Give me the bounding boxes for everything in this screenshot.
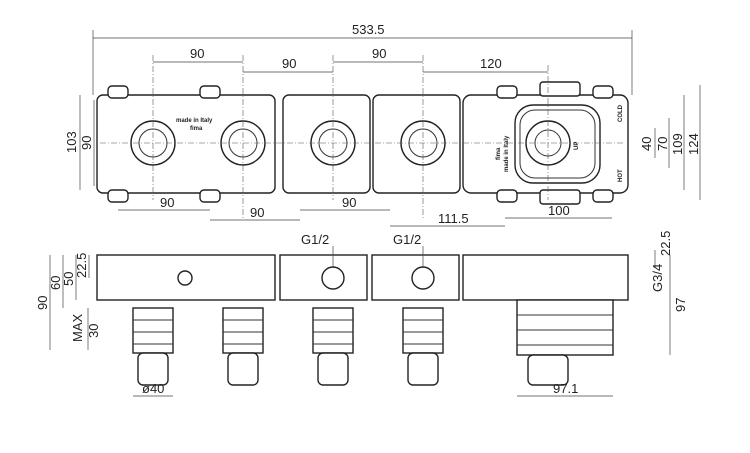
dim-right-109: 109 — [670, 133, 685, 155]
dim-height-103: 103 — [64, 131, 79, 153]
brand-text: fima — [190, 126, 203, 132]
dim-bottom-3: 90 — [342, 195, 356, 210]
dim-side-90: 90 — [35, 296, 50, 310]
dim-side-22-5: 22.5 — [74, 253, 89, 278]
threaded-sleeves — [132, 299, 614, 386]
up-label: UP — [574, 142, 580, 150]
dim-top-4: 120 — [480, 56, 502, 71]
dim-top-3: 90 — [372, 46, 386, 61]
dim-bottom-4: 111.5 — [438, 211, 469, 226]
dim-right-124: 124 — [686, 133, 701, 155]
dim-top-2: 90 — [282, 56, 296, 71]
dim-side-max: MAX — [70, 314, 85, 343]
dim-height-90: 90 — [79, 136, 94, 150]
hot-label: HOT — [618, 169, 624, 182]
dim-right-97: 97 — [673, 298, 688, 312]
thread-label-g3-4: G3/4 — [650, 264, 665, 292]
dim-right-22-5: 22.5 — [658, 231, 673, 256]
dim-right-70: 70 — [655, 137, 670, 151]
thread-label-1: G1/2 — [301, 232, 329, 247]
dim-bottom-5: 100 — [548, 203, 570, 218]
side-view: G1/2 G1/2 90 60 50 22.5 MAX 30 ø40 97.1 … — [35, 231, 688, 397]
dim-top-1: 90 — [190, 46, 204, 61]
thread-label-2: G1/2 — [393, 232, 421, 247]
top-view: made in Italy fima fima made in Italy UP… — [64, 22, 701, 227]
dim-right-40: 40 — [639, 137, 654, 151]
dim-overall-width: 533.5 — [352, 22, 385, 37]
dim-side-30: 30 — [86, 324, 101, 338]
dim-side-60: 60 — [48, 276, 63, 290]
mounting-lugs — [107, 81, 614, 205]
cold-label: COLD — [618, 104, 624, 122]
dim-bottom-2: 90 — [250, 205, 264, 220]
dim-diameter: ø40 — [142, 381, 164, 396]
brand-origin-text: made in Italy — [176, 118, 213, 124]
side-module-4 — [462, 254, 629, 301]
module-1-body — [96, 94, 276, 194]
brand-text: fima — [496, 147, 502, 160]
dim-side-50: 50 — [61, 272, 76, 286]
brand-origin-text: made in Italy — [504, 135, 510, 172]
dim-width-97-1: 97.1 — [553, 381, 578, 396]
dim-bottom-1: 90 — [160, 195, 174, 210]
